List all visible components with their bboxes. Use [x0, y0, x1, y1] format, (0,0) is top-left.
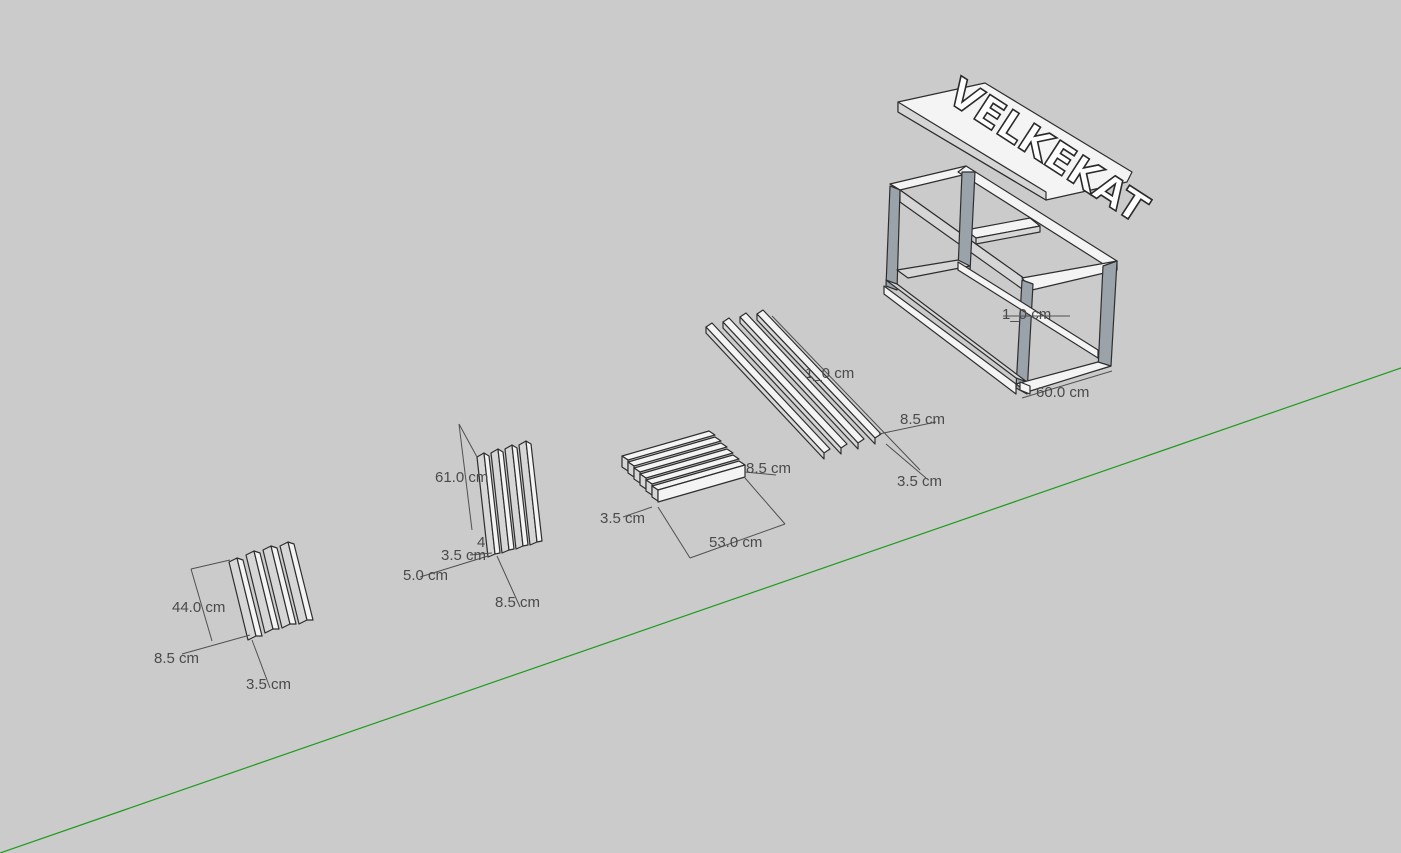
green-axis-line — [0, 367, 1401, 853]
dim-label-1-depth: 3.5 cm — [246, 676, 291, 693]
dim-label-2-height: 61.0 cm — [435, 469, 488, 486]
dim-label-3-width: 8.5 cm — [746, 460, 791, 477]
part-group-2[interactable]: 61.0 cm 3.5 cm 4 5.0 cm 8.5 cm — [403, 423, 543, 611]
board-3e[interactable] — [645, 454, 740, 496]
board-1d[interactable] — [279, 541, 314, 625]
dim-label-2-depth: 8.5 cm — [495, 594, 540, 611]
board-3a[interactable] — [621, 430, 716, 472]
board-1a[interactable] — [228, 557, 263, 641]
dim-label-frame-depth: 60.0 cm — [1036, 384, 1089, 401]
dim-label-2-width: 5.0 cm — [403, 567, 448, 584]
dim-label-4-depth: 3.5 cm — [897, 473, 942, 490]
board-3c[interactable] — [633, 442, 728, 484]
board-3f[interactable] — [651, 460, 746, 503]
board-1c[interactable] — [262, 545, 297, 629]
dim-label-3-length: 53.0 cm — [709, 534, 762, 551]
dim-label-1-height: 44.0 cm — [172, 599, 225, 616]
dim-label-2-thick: 3.5 cm — [441, 547, 486, 564]
assembled-frame[interactable]: 1_0 cm 60.0 cm — [883, 165, 1118, 401]
dim-label-4-width: 8.5 cm — [900, 411, 945, 428]
dim-label-1-width: 8.5 cm — [154, 650, 199, 667]
dim-label-4-length: 1_0 cm — [805, 365, 854, 382]
rail-4a[interactable] — [705, 322, 831, 460]
dim-label-2-small: 4 — [477, 534, 485, 551]
part-group-4[interactable]: 1_0 cm 8.5 cm 3.5 cm — [705, 309, 945, 490]
board-2d[interactable] — [518, 440, 543, 546]
rail-4b[interactable] — [722, 317, 848, 455]
board-1b[interactable] — [245, 550, 280, 634]
dim-label-3-depth: 3.5 cm — [600, 510, 645, 527]
board-2a[interactable] — [476, 452, 501, 558]
board-2b[interactable] — [490, 448, 515, 554]
rail-4c[interactable] — [739, 312, 865, 450]
part-group-1[interactable]: 44.0 cm 8.5 cm 3.5 cm — [154, 541, 314, 693]
part-group-3[interactable]: 3.5 cm 53.0 cm 8.5 cm — [600, 430, 791, 559]
dim-label-frame-height: 1_0 cm — [1002, 306, 1051, 323]
board-2c[interactable] — [504, 444, 529, 550]
